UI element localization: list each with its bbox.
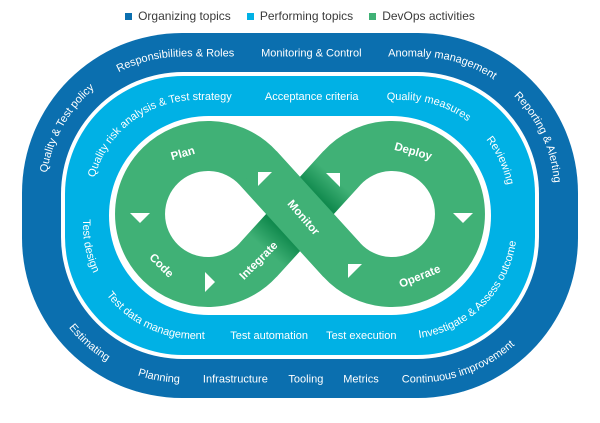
legend-label-devops: DevOps activities [382, 9, 475, 23]
legend-swatch-organizing-icon [125, 12, 133, 20]
topic-metrics: Metrics [343, 374, 379, 386]
legend: Organizing topics Performing topics DevO… [0, 8, 600, 24]
topic-tooling: Tooling [288, 374, 323, 386]
arrow-down-icon [453, 213, 473, 223]
legend-item-organizing: Organizing topics [125, 8, 231, 24]
legend-item-devops: DevOps activities [369, 8, 475, 24]
topic-acceptance-criteria: Acceptance criteria [265, 91, 360, 103]
topic-test-execution: Test execution [326, 330, 396, 342]
legend-label-performing: Performing topics [259, 9, 354, 23]
legend-swatch-devops-icon [369, 12, 377, 20]
legend-item-performing: Performing topics [246, 8, 354, 24]
arrow-up-left-icon [348, 264, 362, 278]
topic-infrastructure: Infrastructure [203, 374, 268, 386]
arrow-up-left-icon [258, 172, 272, 186]
arrow-right-icon [205, 272, 215, 292]
topic-test-automation: Test automation [230, 330, 308, 342]
legend-swatch-performing-icon [246, 12, 254, 20]
arrow-up-right-icon [326, 173, 340, 187]
monitor-band [239, 151, 361, 277]
topic-monitoring-control: Monitoring & Control [261, 48, 361, 60]
legend-label-organizing: Organizing topics [138, 9, 231, 23]
arrow-down-icon [130, 213, 150, 223]
devops-infinity-loop: Plan Code Integrate Monitor Deploy Opera… [115, 121, 485, 307]
